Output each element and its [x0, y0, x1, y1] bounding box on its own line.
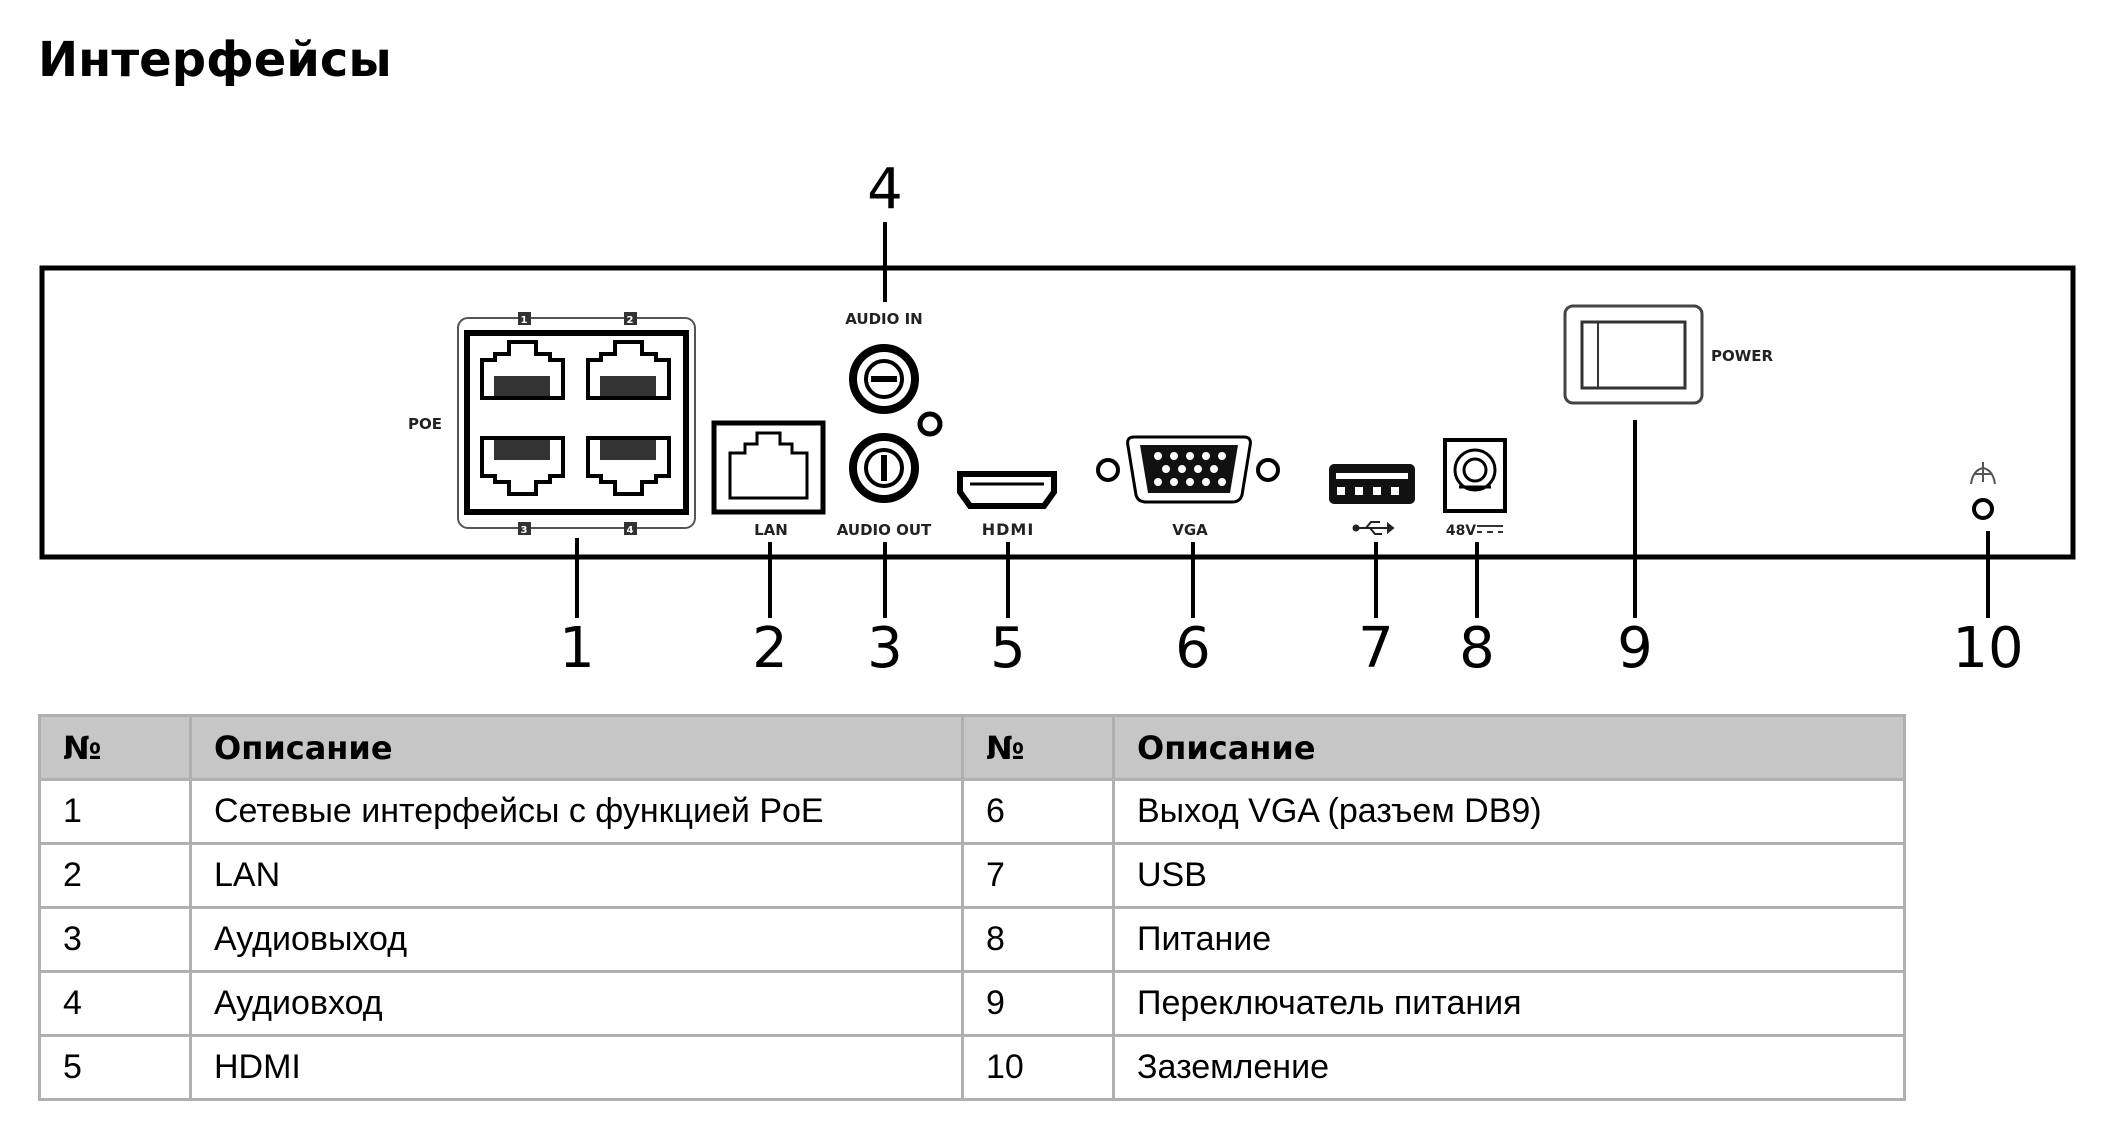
callout-7: 7 — [1358, 616, 1394, 681]
power-input-label: 48V — [1446, 523, 1476, 539]
cell-description: Выход VGA (разъем DB9) — [1112, 778, 1906, 845]
poe-port-2 — [586, 340, 671, 400]
cell-number: 10 — [961, 1034, 1115, 1101]
callout-lines — [575, 222, 1990, 618]
lan-label: LAN — [754, 521, 788, 539]
hdmi-label: HDMI — [982, 520, 1035, 539]
header-description: Описание — [189, 714, 964, 781]
cell-description: Переключатель питания — [1112, 970, 1906, 1037]
callout-1: 1 — [559, 616, 595, 681]
ground-terminal — [1972, 498, 1994, 520]
callout-10: 10 — [1952, 616, 2023, 681]
cell-description: Заземление — [1112, 1034, 1906, 1101]
table-row: 5 HDMI 10 Заземление — [38, 1034, 1906, 1101]
callout-6: 6 — [1175, 616, 1211, 681]
vga-port — [1126, 435, 1252, 504]
header-description: Описание — [1112, 714, 1906, 781]
cell-number: 4 — [38, 970, 192, 1037]
cell-number: 6 — [961, 778, 1115, 845]
audio-in-label: AUDIO IN — [845, 310, 922, 328]
cell-description: Питание — [1112, 906, 1906, 973]
usb-icon — [1352, 521, 1395, 535]
usb-port — [1329, 464, 1415, 504]
poe-ports-group: 1 2 3 4 — [457, 312, 696, 536]
table-row: 3 Аудиовыход 8 Питание — [38, 906, 1906, 973]
lan-port — [711, 420, 826, 515]
cell-number: 9 — [961, 970, 1115, 1037]
table-row: 1 Сетевые интерфейсы с функцией PoE 6 Вы… — [38, 778, 1906, 845]
page-title: Интерфейсы — [38, 32, 392, 88]
interfaces-table: № Описание № Описание 1 Сетевые интерфей… — [38, 714, 1906, 1101]
hdmi-port — [957, 471, 1057, 509]
vga-screw-left — [1096, 458, 1120, 482]
poe-port-number: 2 — [627, 315, 634, 326]
cell-number: 8 — [961, 906, 1115, 973]
cell-description: Сетевые интерфейсы с функцией PoE — [189, 778, 964, 845]
poe-port-1 — [480, 340, 565, 400]
cell-number: 3 — [38, 906, 192, 973]
header-number: № — [38, 714, 192, 781]
audio-out-label: AUDIO OUT — [837, 521, 932, 539]
cell-number: 5 — [38, 1034, 192, 1101]
cell-number: 7 — [961, 842, 1115, 909]
cell-description: Аудиовход — [189, 970, 964, 1037]
callout-3: 3 — [867, 616, 903, 681]
poe-port-4 — [586, 436, 671, 496]
cell-number: 2 — [38, 842, 192, 909]
audio-in-jack — [849, 344, 919, 414]
poe-port-number: 4 — [627, 525, 634, 536]
cell-description: USB — [1112, 842, 1906, 909]
rear-panel-diagram: 1 2 3 4 POE LAN AUDIO IN AUDIO OUT HDMI — [39, 157, 2076, 681]
power-switch-label: POWER — [1711, 347, 1774, 365]
callout-4: 4 — [867, 157, 903, 222]
header-number: № — [961, 714, 1115, 781]
table-row: 2 LAN 7 USB — [38, 842, 1906, 909]
poe-port-3 — [480, 436, 565, 496]
cell-description: HDMI — [189, 1034, 964, 1101]
audio-out-jack — [849, 433, 919, 503]
cell-description: LAN — [189, 842, 964, 909]
cell-number: 1 — [38, 778, 192, 845]
vga-label: VGA — [1172, 521, 1208, 539]
dc-power-jack — [1443, 438, 1507, 513]
table-header-row: № Описание № Описание — [38, 714, 1906, 781]
rear-panel-outline — [39, 265, 2076, 560]
cell-description: Аудиовыход — [189, 906, 964, 973]
audio-screw — [917, 411, 943, 437]
power-switch — [1563, 304, 1704, 405]
callout-5: 5 — [990, 616, 1026, 681]
callout-8: 8 — [1459, 616, 1495, 681]
ground-icon — [1970, 462, 1996, 485]
poe-port-number: 3 — [521, 525, 528, 536]
poe-label: POE — [408, 415, 442, 433]
callout-9: 9 — [1617, 616, 1653, 681]
table-row: 4 Аудиовход 9 Переключатель питания — [38, 970, 1906, 1037]
callout-2: 2 — [752, 616, 788, 681]
dc-symbol-icon — [1477, 525, 1503, 533]
poe-port-number: 1 — [521, 315, 528, 326]
vga-screw-right — [1256, 458, 1280, 482]
